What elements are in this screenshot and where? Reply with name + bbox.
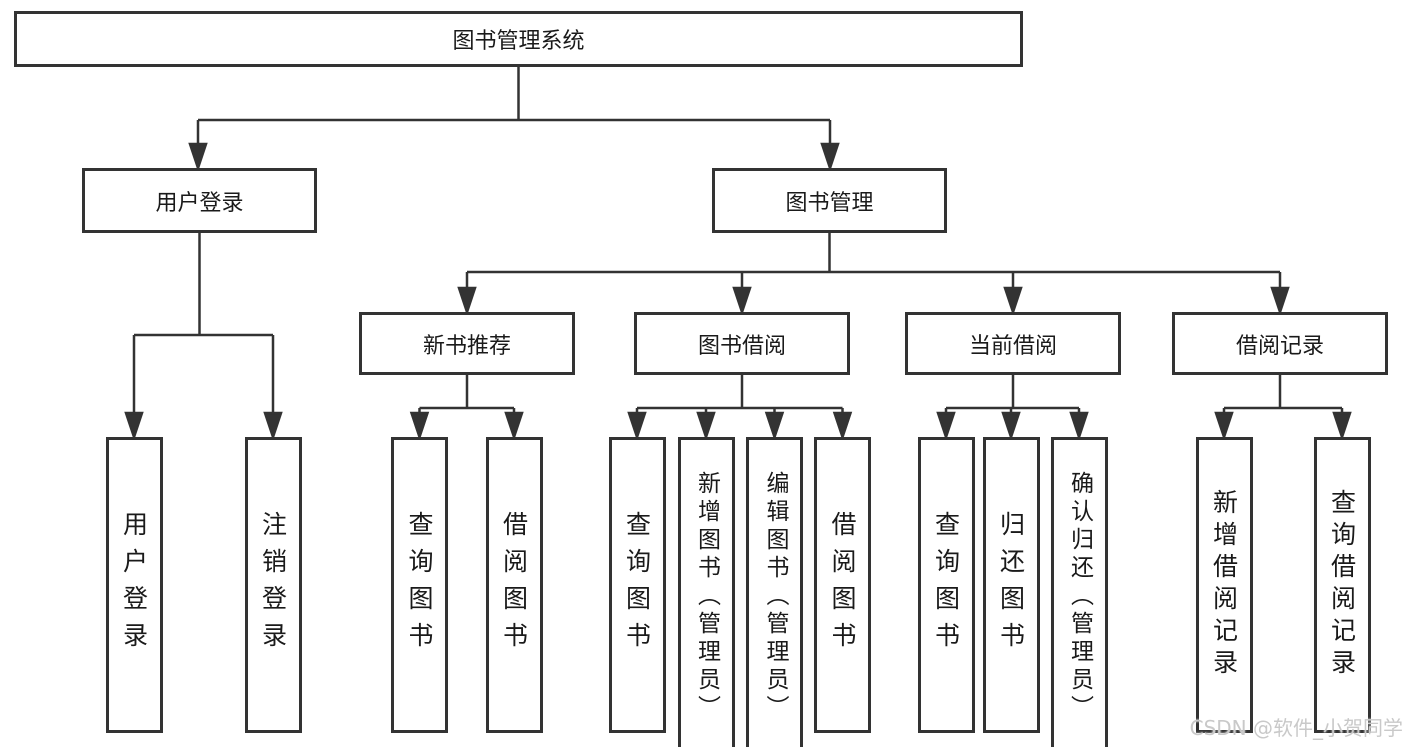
connector-root-to-level2 bbox=[188, 67, 840, 172]
leaf-borrow-books: 借阅图书 bbox=[814, 437, 871, 733]
node-current-borrowing: 当前借阅 bbox=[905, 312, 1121, 375]
connector-current-borrowing-to-leaves bbox=[936, 375, 1089, 441]
connector-user-login-to-leaves bbox=[124, 233, 283, 441]
leaf-query-books-current: 查询图书 bbox=[917, 437, 975, 733]
node-new-book-recommend: 新书推荐 bbox=[359, 312, 575, 375]
connector-new-book-to-leaves bbox=[409, 375, 524, 441]
leaf-confirm-return-admin: 确认归还（管理员） bbox=[1050, 437, 1108, 747]
node-book-borrowing: 图书借阅 bbox=[634, 312, 850, 375]
node-borrowing-records: 借阅记录 bbox=[1172, 312, 1388, 375]
leaf-edit-books-admin: 编辑图书（管理员） bbox=[746, 437, 803, 747]
node-user-login: 用户登录 bbox=[82, 168, 317, 233]
connector-borrowing-records-to-leaves bbox=[1214, 375, 1352, 441]
leaf-add-borrow-record: 新增借阅记录 bbox=[1195, 437, 1253, 733]
leaf-return-books: 归还图书 bbox=[982, 437, 1040, 733]
connector-book-management-to-level3 bbox=[457, 233, 1290, 316]
leaf-query-books-recommend: 查询图书 bbox=[391, 437, 448, 733]
leaf-add-books-admin: 新增图书（管理员） bbox=[677, 437, 735, 747]
node-book-management: 图书管理 bbox=[712, 168, 947, 233]
leaf-query-books-borrowing: 查询图书 bbox=[608, 437, 666, 733]
leaf-query-borrow-record: 查询借阅记录 bbox=[1313, 437, 1371, 733]
leaf-borrow-books-recommend: 借阅图书 bbox=[485, 437, 543, 733]
leaf-logout: 注销登录 bbox=[244, 437, 302, 733]
connector-book-borrowing-to-leaves bbox=[627, 375, 853, 441]
leaf-user-login: 用户登录 bbox=[105, 437, 163, 733]
node-root: 图书管理系统 bbox=[14, 11, 1023, 67]
